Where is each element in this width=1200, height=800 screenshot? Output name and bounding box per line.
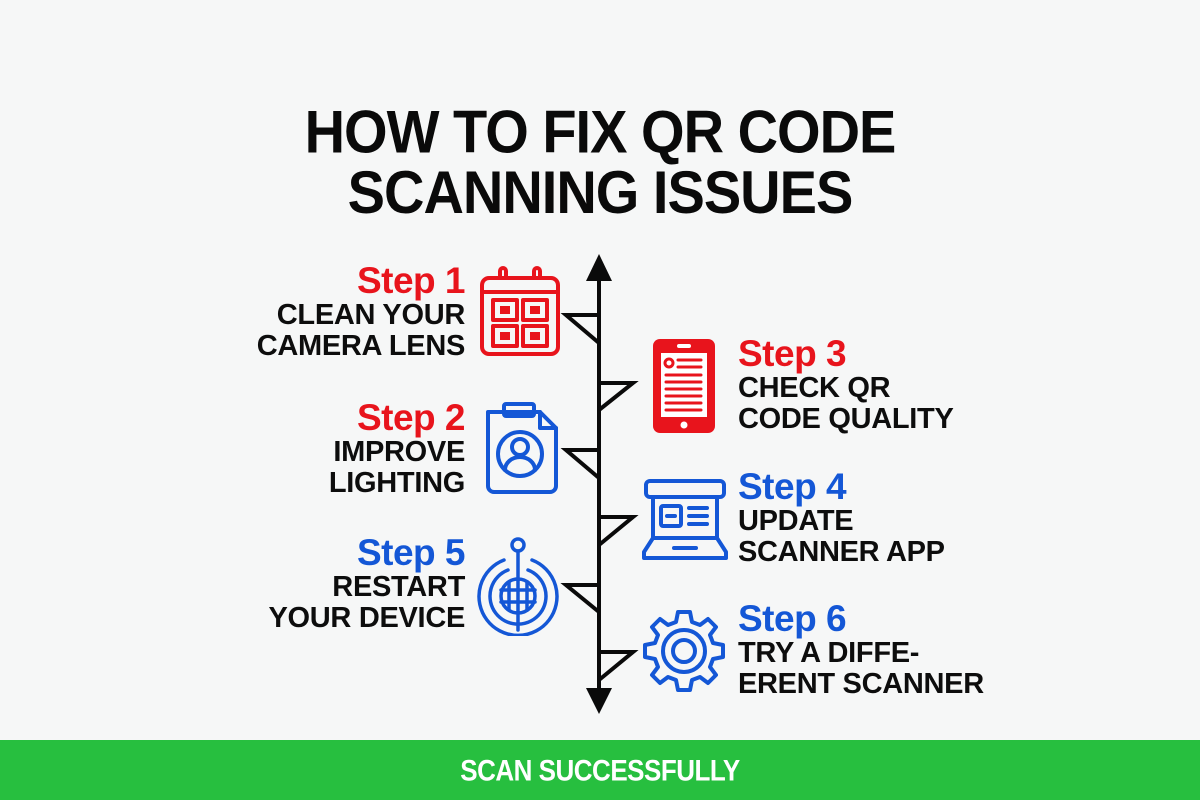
target-globe-icon bbox=[477, 537, 559, 636]
title-line-2: SCANNING ISSUES bbox=[347, 157, 854, 226]
step-4-description: UPDATE SCANNER APP bbox=[738, 506, 945, 568]
step-3-label: Step 3 bbox=[738, 333, 847, 374]
tablet-document-icon bbox=[653, 339, 715, 433]
step-2-label: Step 2 bbox=[356, 397, 466, 438]
step-1-label: Step 1 bbox=[356, 260, 466, 301]
step-5-label: Step 5 bbox=[356, 532, 466, 573]
page-title: HOW TO FIX QR CODE SCANNING ISSUES bbox=[0, 97, 1200, 226]
step-5: Step 5 RESTART YOUR DEVICE bbox=[268, 534, 465, 634]
timeline-flag-right-2 bbox=[597, 515, 639, 547]
step-4-label: Step 4 bbox=[738, 466, 847, 507]
step-1-desc-line-2: CAMERA LENS bbox=[256, 330, 466, 362]
timeline-flag-left-3 bbox=[560, 583, 601, 614]
step-1-description: CLEAN YOUR CAMERA LENS bbox=[256, 299, 466, 362]
arrow-down-icon bbox=[586, 688, 612, 714]
calendar-qr-icon bbox=[480, 266, 560, 356]
step-5-description: RESTART YOUR DEVICE bbox=[268, 572, 465, 634]
step-4-desc-line-2: SCANNER APP bbox=[738, 536, 945, 568]
step-3-desc-line-2: CODE QUALITY bbox=[738, 403, 954, 435]
success-banner-label: SCAN SUCCESSFULLY bbox=[460, 752, 740, 787]
gear-icon bbox=[643, 610, 725, 692]
step-6-description: TRY A DIFFE- ERENT SCANNER bbox=[738, 638, 984, 700]
step-6: Step 6 TRY A DIFFE- ERENT SCANNER bbox=[738, 600, 984, 700]
step-2-description: IMPROVE LIGHTING bbox=[329, 437, 465, 499]
step-2-desc-line-1: IMPROVE bbox=[333, 436, 465, 468]
step-3-description: CHECK QR CODE QUALITY bbox=[738, 373, 954, 435]
arrow-up-icon bbox=[586, 254, 612, 281]
step-4: Step 4 UPDATE SCANNER APP bbox=[738, 468, 945, 568]
timeline-flag-right-1 bbox=[597, 381, 639, 412]
step-6-desc-line-2: ERENT SCANNER bbox=[738, 668, 984, 700]
step-4-desc-line-1: UPDATE bbox=[738, 505, 854, 537]
step-1: Step 1 CLEAN YOUR CAMERA LENS bbox=[256, 260, 466, 362]
step-5-desc-line-2: YOUR DEVICE bbox=[268, 602, 465, 634]
step-6-desc-line-1: TRY A DIFFE- bbox=[738, 637, 920, 669]
step-6-label: Step 6 bbox=[738, 598, 847, 639]
title-line-1: HOW TO FIX QR CODE bbox=[304, 97, 897, 166]
timeline-flag-left-2 bbox=[560, 448, 601, 480]
step-5-desc-line-1: RESTART bbox=[332, 571, 465, 603]
step-3: Step 3 CHECK QR CODE QUALITY bbox=[738, 335, 954, 435]
timeline-flag-left-1 bbox=[560, 313, 601, 345]
step-1-desc-line-1: CLEAN YOUR bbox=[276, 299, 466, 331]
success-banner: SCAN SUCCESSFULLY bbox=[0, 740, 1200, 800]
laptop-window-icon bbox=[642, 479, 728, 560]
step-2-desc-line-2: LIGHTING bbox=[328, 467, 465, 499]
timeline-flag-right-3 bbox=[597, 650, 639, 682]
step-2: Step 2 IMPROVE LIGHTING bbox=[329, 397, 466, 499]
clipboard-user-icon bbox=[486, 402, 558, 494]
step-3-desc-line-1: CHECK QR bbox=[738, 372, 891, 404]
